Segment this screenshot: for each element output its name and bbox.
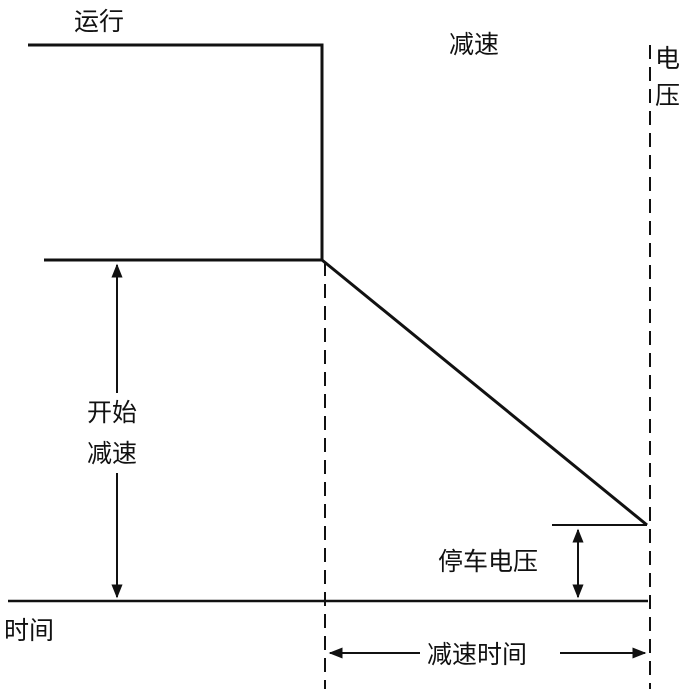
decel-top-label: 减速 [449, 30, 499, 59]
stop-voltage-label: 停车电压 [438, 547, 538, 576]
voltage-label-line1: 电 [655, 44, 680, 73]
time-label: 时间 [4, 616, 54, 645]
decel-time-label: 减速时间 [427, 640, 527, 669]
running-level-line [28, 43, 324, 260]
running-label: 运行 [74, 7, 124, 36]
start-decel-label-bg [84, 393, 152, 473]
start-decel-label-line1: 开始 [87, 398, 137, 427]
decel-time-label-bg [424, 636, 556, 670]
voltage-label-line2: 压 [655, 81, 680, 110]
decel-ramp-line [321, 258, 648, 527]
start-decel-label-line2: 减速 [87, 439, 137, 468]
